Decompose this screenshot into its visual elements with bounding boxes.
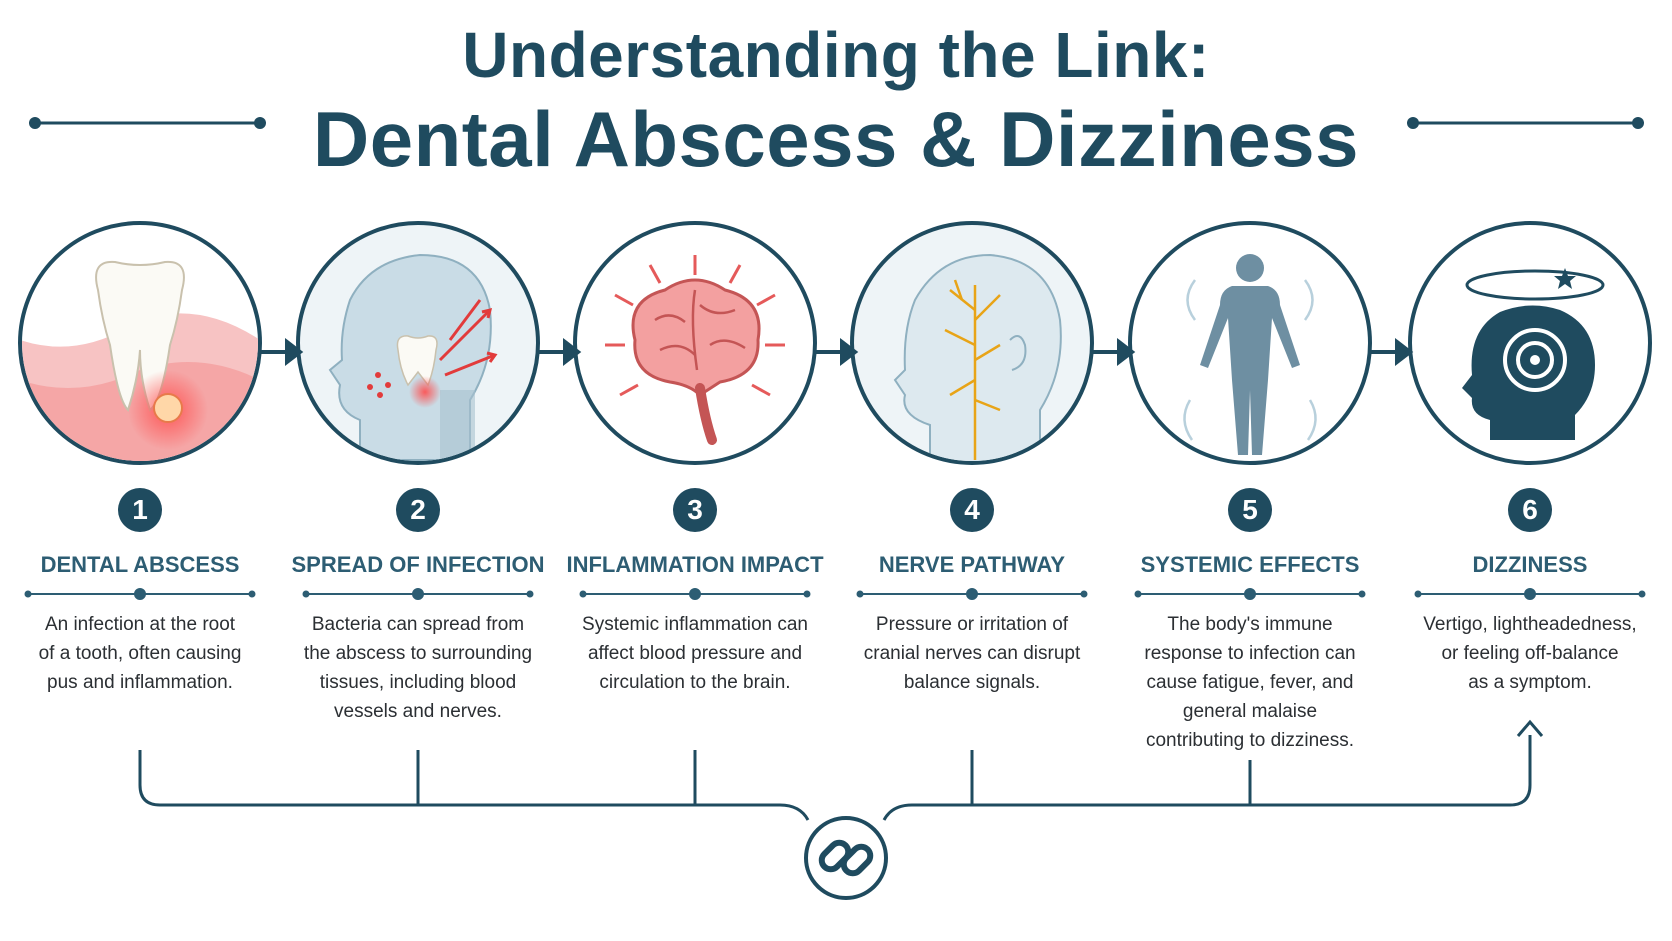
chain-link-icon: [804, 816, 888, 900]
title-line-1: Understanding the Link:: [462, 19, 1210, 91]
step-circle-3: [573, 221, 817, 465]
dizzy-head-icon: [1462, 268, 1605, 440]
head-infection-spread-icon: [328, 253, 498, 461]
step-description-6: Vertigo, lightheadedness,or feeling off-…: [1423, 614, 1637, 693]
flow-arrows: [260, 337, 1414, 367]
brain-inflammation-icon: [605, 255, 785, 445]
title-rule-left: [29, 117, 266, 129]
cranial-nerve-head-icon: [893, 253, 1062, 461]
number-badges: [118, 488, 1552, 532]
connector-bracket: [138, 719, 1544, 821]
step-number-2: 2: [410, 494, 426, 525]
step-title-4: NERVE PATHWAY: [878, 552, 1066, 577]
step-number-1: 1: [132, 494, 148, 525]
step-number-5: 5: [1242, 494, 1258, 525]
tooth-abscess-icon: [22, 260, 258, 461]
step-number-6: 6: [1522, 494, 1538, 525]
step-title-1: DENTAL ABSCESS: [40, 552, 240, 577]
human-body-icon: [1183, 254, 1317, 455]
step-circle-2: [296, 221, 540, 465]
title-rule-right: [1407, 117, 1644, 129]
step-circle-6: [1408, 221, 1652, 465]
step-circle-1: [18, 221, 262, 465]
step-circle-5: [1128, 221, 1372, 465]
step-title-5: SYSTEMIC EFFECTS: [1140, 552, 1360, 577]
step-number-4: 4: [964, 494, 980, 525]
title-dividers: [24, 588, 1646, 600]
step-number-3: 3: [687, 494, 703, 525]
step-title-3: INFLAMMATION IMPACT: [566, 552, 824, 577]
step-circle-4: [850, 221, 1094, 465]
step-title-6: DIZZINESS: [1472, 552, 1588, 577]
step-title-2: SPREAD OF INFECTION: [291, 552, 545, 577]
title-line-2: Dental Abscess & Dizziness: [312, 95, 1360, 183]
